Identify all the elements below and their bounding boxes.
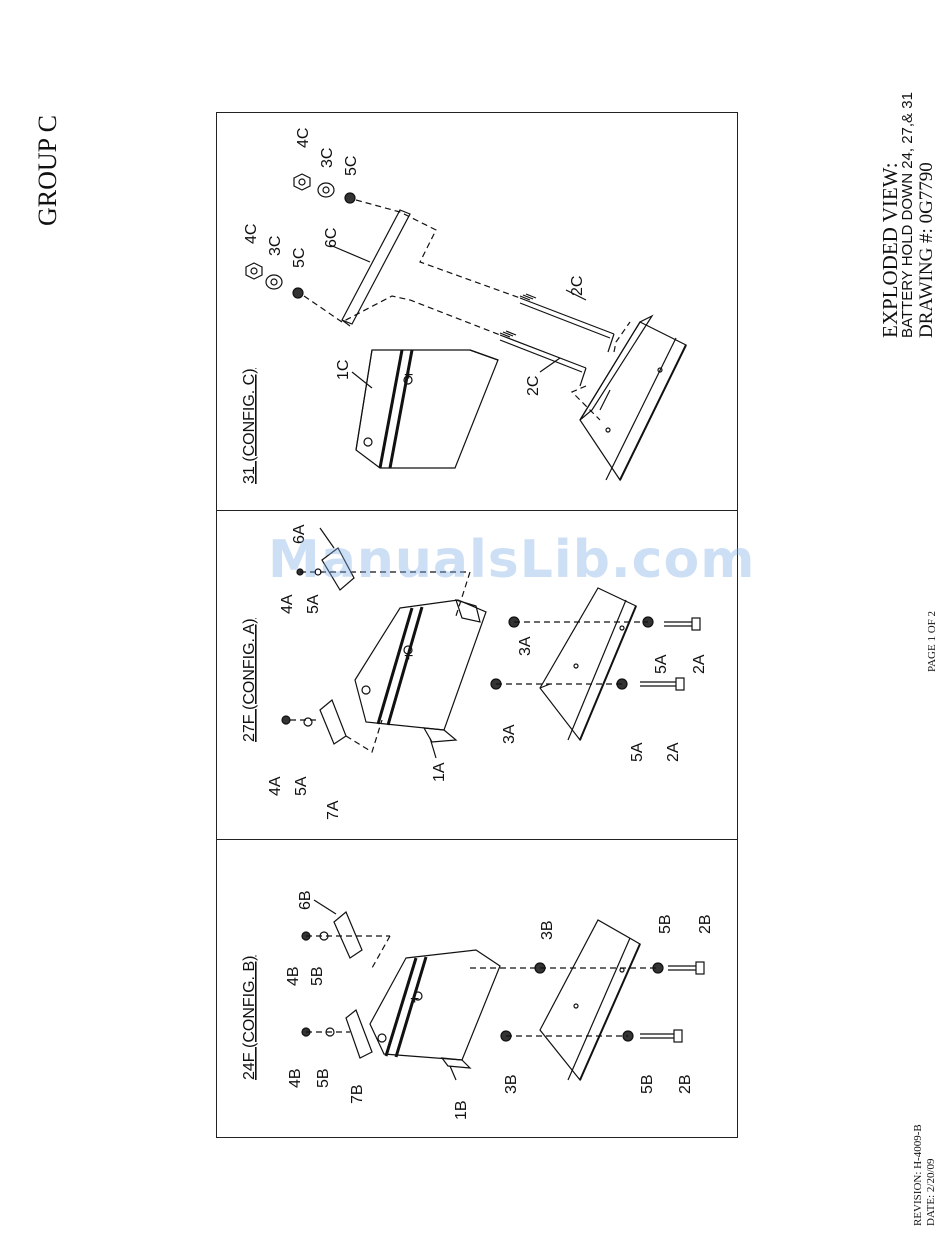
label-7b: 7B [349,1084,366,1104]
nut-4a-lower [282,716,290,724]
label-3a-right: 3A [517,636,534,656]
hold-bar-7a [320,700,346,744]
label-1c: 1C [335,360,352,380]
label-2a-left: 2A [665,742,682,762]
label-5b-upper-right: 5B [309,966,326,986]
label-4c-left: 4C [243,224,260,244]
label-2c-lower: 2C [525,376,542,396]
label-3b-right: 3B [539,920,556,940]
label-7a: 7A [325,800,342,820]
label-5a-upper-right: 5A [305,594,322,614]
terminal-plus-1c: + [404,367,413,384]
hold-bar-6c [342,210,410,326]
label-3c-right: 3C [319,148,336,168]
config-c-assembly [246,174,686,480]
label-6c: 6C [323,228,340,248]
battery-1a [355,600,486,742]
j-bolt-2c-upper [520,294,614,352]
label-3c-left: 3C [267,236,284,256]
label-1a: 1A [431,762,448,782]
label-5a-lower-left: 5A [629,742,646,762]
label-2c-upper: 2C [569,276,586,296]
label-4b-lower: 4B [287,1068,304,1088]
tray-c [580,316,686,480]
watermark: ManualsLib.com [268,530,755,590]
config-c-title: 31 (CONFIG. C) [241,368,258,484]
label-5c-left: 5C [291,248,308,268]
hardware-3c-4c-5c-right [294,174,355,203]
hold-bar-6b [334,912,362,958]
bolt-2b-left [640,1030,682,1042]
label-2b-right: 2B [697,914,714,934]
label-5a-upper-left: 5A [293,776,310,796]
tray-a [540,588,636,740]
label-4c-right: 4C [295,128,312,148]
label-5c-right: 5C [343,156,360,176]
label-2b-left: 2B [677,1074,694,1094]
terminal-plus-1b: + [410,991,419,1008]
j-bolt-2c-lower [500,331,586,386]
label-3b-left: 3B [503,1074,520,1094]
label-3a-left: 3A [501,724,518,744]
washer-5a-upper-left [304,718,312,726]
label-5b-upper-left: 5B [315,1068,332,1088]
bolt-2a-left [640,678,684,690]
config-a-title: 27F (CONFIG. A) [241,618,258,742]
label-6b: 6B [297,890,314,910]
label-1b: 1B [453,1100,470,1120]
battery-1c [356,350,498,468]
tray-b [540,920,640,1080]
terminal-plus-1a: + [404,648,413,665]
label-4a-upper: 4A [279,594,296,614]
config-b-assembly [302,900,704,1080]
bolt-2a-right [664,618,700,630]
hold-bar-7b [346,1010,372,1058]
bolt-2b-right [668,962,704,974]
label-5a-lower-right: 5A [653,654,670,674]
label-2a-right: 2A [691,654,708,674]
label-5b-lower-left: 5B [639,1074,656,1094]
label-5b-lower-right: 5B [657,914,674,934]
label-4b-upper: 4B [285,966,302,986]
label-4a-lower: 4A [267,776,284,796]
config-b-title: 24F (CONFIG. B) [241,956,258,1080]
